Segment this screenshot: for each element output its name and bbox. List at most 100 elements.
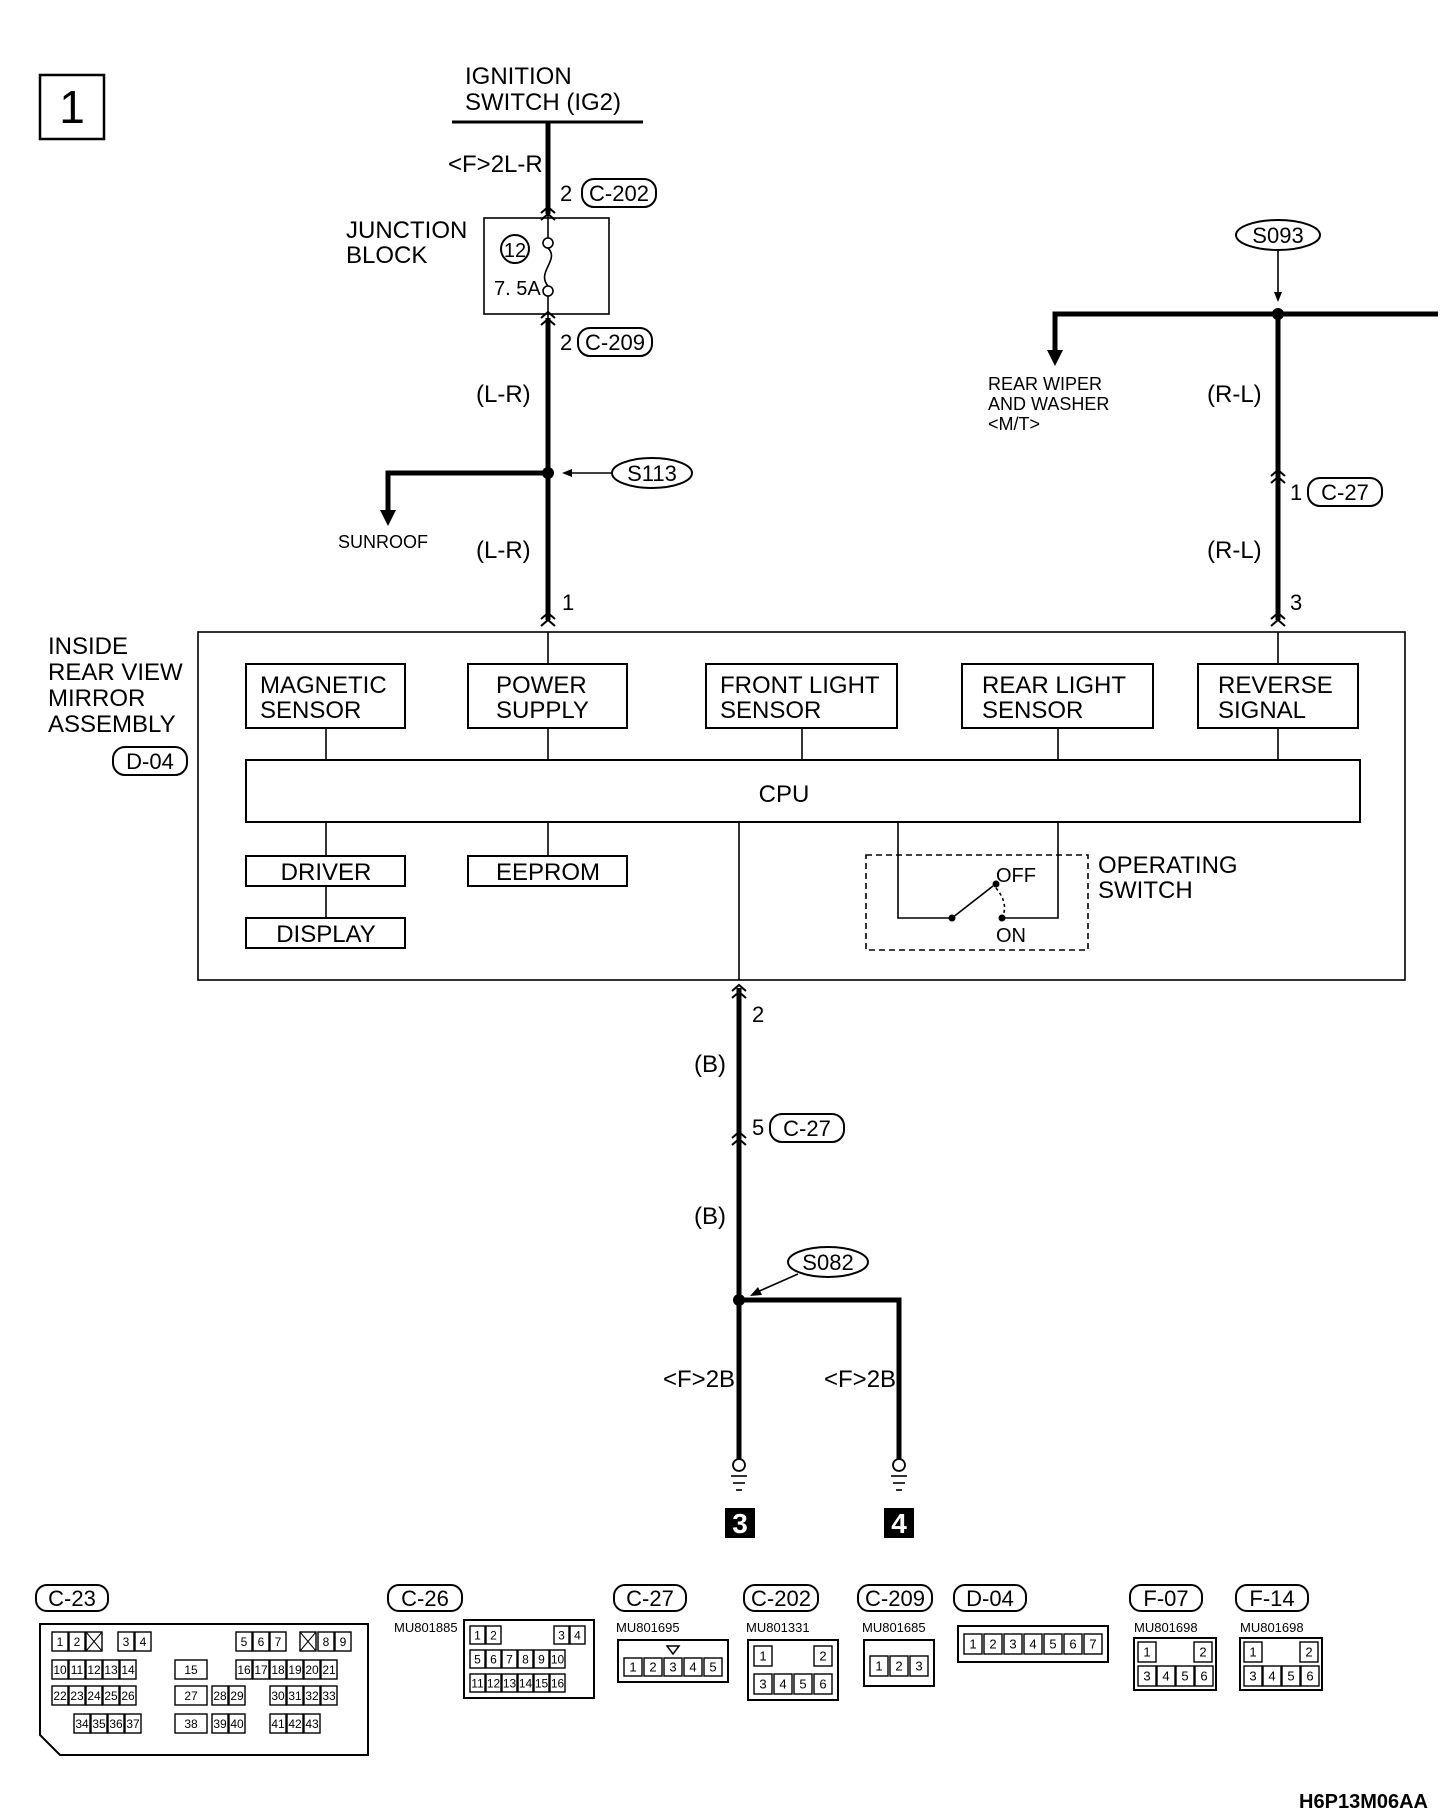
connector-pin-cell <box>90 1713 108 1734</box>
connector-pin-cell <box>963 1633 983 1655</box>
connector-pin-cell <box>102 1659 120 1680</box>
connector-pin-number: 2 <box>74 1635 81 1649</box>
connector-pin-number: 19 <box>288 1663 302 1677</box>
c209-label: C-209 <box>585 330 645 355</box>
connector-pin-cell <box>235 1631 253 1652</box>
ground-ref-right: 4 <box>891 1508 907 1539</box>
connector-pin-number: 8 <box>323 1635 330 1649</box>
connector-pin-number: 7 <box>1089 1637 1096 1652</box>
connector-pin-number: 38 <box>184 1717 198 1731</box>
connector-pin-number: 22 <box>53 1689 67 1703</box>
conn-view-d04-tag <box>953 1584 1027 1612</box>
connector-pin-cell <box>174 1713 208 1734</box>
ignition-label-1: IGNITION <box>465 63 572 90</box>
ground-ref-right-box <box>884 1508 914 1538</box>
connector-pin-cell <box>469 1673 486 1693</box>
connector-pin-number: 12 <box>87 1663 101 1677</box>
connector-pin-cell <box>1137 1641 1157 1663</box>
power-supply-label-1: POWER <box>496 672 587 699</box>
connector-pin-number: 15 <box>535 1676 549 1690</box>
connector-pin-number: 7 <box>275 1635 282 1649</box>
c209-pin: 2 <box>560 330 572 355</box>
connector-pin-cell <box>286 1659 304 1680</box>
connector-pin-cell <box>1043 1633 1063 1655</box>
connector-pin-number: 16 <box>551 1676 565 1690</box>
connector-pin-number: 9 <box>538 1652 545 1666</box>
switch-lever <box>951 885 994 919</box>
connector-pin-cell <box>286 1713 304 1734</box>
connector-pin-number: 14 <box>519 1676 533 1690</box>
page-number: 1 <box>59 81 85 133</box>
connector-pin-cell <box>549 1649 566 1669</box>
connector-pin-number: 2 <box>649 1660 656 1675</box>
ignition-label-2: SWITCH (IG2) <box>465 89 621 116</box>
connector-pin-cell <box>517 1649 534 1669</box>
connector-pin-cell <box>485 1673 502 1693</box>
block-rear-light-sensor <box>961 663 1154 729</box>
conn-view-f07-part: MU801698 <box>1134 1620 1198 1635</box>
connector-pin-cell <box>1137 1665 1157 1687</box>
connector-pin-cell <box>68 1685 86 1706</box>
splice-s113-tag <box>611 457 693 489</box>
connector-pin-cell <box>533 1673 550 1693</box>
connector-pin-cell <box>1299 1641 1319 1663</box>
connector-pin-number: 14 <box>121 1663 135 1677</box>
connector-pin-cell <box>663 1657 683 1677</box>
conn-view-f14-label: F-14 <box>1249 1586 1294 1611</box>
connector-pin-number: 15 <box>184 1663 198 1677</box>
splice-s082-tag <box>787 1246 869 1278</box>
connector-pin-cell <box>269 1685 287 1706</box>
wire-label-ign: <F>2L-R <box>448 151 543 178</box>
connector-pin-cell <box>1262 1665 1282 1687</box>
connector-pin-cell <box>252 1631 270 1652</box>
junction-label-1: JUNCTION <box>346 217 467 244</box>
connector-pin-cell <box>501 1673 518 1693</box>
operating-switch-frame <box>865 854 1089 951</box>
connector-pin-cell <box>869 1655 889 1677</box>
connector-pin-number: 5 <box>1287 1669 1294 1684</box>
driver-label: DRIVER <box>281 859 372 886</box>
c27-bottom-label: C-27 <box>783 1116 831 1141</box>
connector-pin-number: 5 <box>709 1660 716 1675</box>
connector-pin-cell <box>1175 1665 1195 1687</box>
rear-light-sensor-label-2: SENSOR <box>982 697 1083 724</box>
cpu-label: CPU <box>759 781 810 808</box>
mirror-name-4: ASSEMBLY <box>48 711 176 738</box>
connector-pin-number: 5 <box>799 1677 806 1692</box>
connector-pin-number: 1 <box>474 1628 481 1642</box>
conn-view-c209-tag <box>857 1584 933 1612</box>
connector-pin-number: 7 <box>506 1652 513 1666</box>
reverse-signal-label-2: SIGNAL <box>1218 697 1306 724</box>
connector-pin-cell <box>102 1685 120 1706</box>
connector-pin-cell <box>68 1659 86 1680</box>
connector-pin-number: 6 <box>1069 1637 1076 1652</box>
connector-pin-number: 37 <box>126 1717 140 1731</box>
connector-pin-number: 42 <box>288 1717 302 1731</box>
sunroof-branch <box>385 470 548 513</box>
splice-s093-label: S093 <box>1252 223 1303 248</box>
connector-pin-number: 1 <box>759 1649 766 1664</box>
junction-label-2: BLOCK <box>346 242 427 269</box>
connector-pin-number: 6 <box>1306 1669 1313 1684</box>
conn-view-c209-part: MU801685 <box>862 1620 926 1635</box>
conn-view-c209-label: C-209 <box>865 1586 925 1611</box>
block-power-supply <box>467 663 628 729</box>
connector-pin-number: 6 <box>258 1635 265 1649</box>
block-display <box>245 917 406 949</box>
connector-pin-number: 23 <box>70 1689 84 1703</box>
connector-pin-cell <box>85 1659 103 1680</box>
connector-pin-number: 30 <box>271 1689 285 1703</box>
connector-pin-number: 31 <box>288 1689 302 1703</box>
connector-pin-cell <box>1023 1633 1043 1655</box>
rear-wiper-label-2: AND WASHER <box>988 394 1109 414</box>
d04-tag <box>112 746 188 776</box>
connector-pin-number: 24 <box>87 1689 101 1703</box>
rear-wiper-label-1: REAR WIPER <box>988 374 1102 394</box>
connector-pin-cell <box>317 1631 335 1652</box>
rear-wiper-arrow <box>1047 350 1063 366</box>
ground-label-left: <F>2B <box>663 1366 735 1393</box>
conn-view-c27-part: MU801695 <box>616 1620 680 1635</box>
connector-pin-cell <box>334 1631 352 1652</box>
connector-pin-number: 3 <box>1143 1669 1150 1684</box>
